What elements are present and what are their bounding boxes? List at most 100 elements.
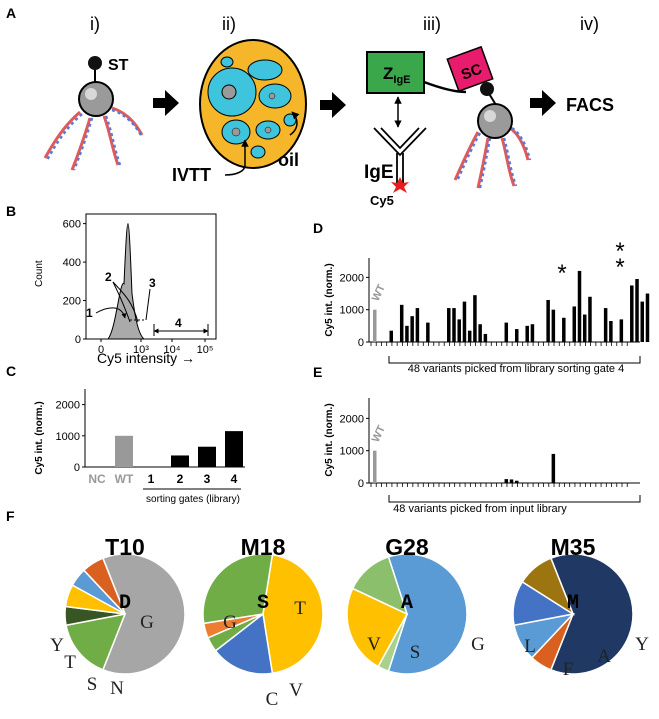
zige-box bbox=[366, 51, 425, 94]
gate-2-label: 2 bbox=[105, 270, 112, 284]
plot-b-ylabel: Count bbox=[34, 260, 45, 287]
pie-slice-label: L bbox=[524, 636, 536, 657]
zige-label: ZIgE bbox=[383, 64, 411, 86]
step-i-label: i) bbox=[90, 14, 100, 34]
sc-tag-icon bbox=[446, 45, 494, 93]
plot-c-xtick-label: 4 bbox=[231, 472, 238, 486]
plot-c-bars bbox=[115, 431, 243, 467]
pie-slice bbox=[387, 553, 468, 675]
plot-c-bar bbox=[171, 455, 189, 467]
plot-d-ytick-label: 2000 bbox=[340, 272, 364, 284]
pie-slice-label: V bbox=[289, 680, 303, 701]
plot-d-star-1: * bbox=[557, 260, 566, 287]
zige-sub-text: IgE bbox=[393, 74, 410, 86]
pie-slice bbox=[202, 553, 274, 625]
plot-e-ytick-label: 1000 bbox=[340, 446, 364, 458]
plot-e-bracket bbox=[388, 495, 641, 503]
plot-d-bar bbox=[603, 308, 608, 342]
plot-c-ytick-label: 2000 bbox=[56, 400, 80, 412]
plot-b-frame bbox=[85, 213, 217, 340]
plot-c-xtick-label: NC bbox=[88, 472, 106, 486]
plot-c-ylabel: Cy5 int. (norm.) bbox=[34, 401, 45, 474]
plot-b-xtick-label: 10⁴ bbox=[164, 344, 181, 356]
pie-slice-label: A bbox=[597, 646, 611, 667]
st-label: ST bbox=[108, 57, 129, 74]
plot-d-ytick-label: 1000 bbox=[340, 305, 364, 317]
plot-d-bar bbox=[619, 319, 624, 342]
plot-c-xtick-label: 3 bbox=[204, 472, 211, 486]
plot-e-ylabel: Cy5 int. (norm.) bbox=[324, 403, 335, 476]
plot-b-ytick-label: 0 bbox=[75, 334, 81, 346]
bead-dna-icon bbox=[43, 56, 144, 171]
plot-d-bar bbox=[467, 330, 472, 342]
panel-f-label: F bbox=[6, 508, 15, 524]
plot-b-gates bbox=[95, 281, 209, 336]
panel-d-label: D bbox=[313, 220, 323, 236]
panel-b-label: B bbox=[6, 203, 16, 219]
pie-main-label: A bbox=[401, 592, 413, 615]
step-ii-label: ii) bbox=[222, 14, 236, 34]
pie-slice-label: C bbox=[266, 689, 279, 710]
plot-c-yticks: 0 1000 2000 bbox=[56, 400, 85, 474]
plot-d-bar bbox=[635, 279, 639, 342]
plot-c-bar bbox=[198, 446, 216, 467]
pie-slice-label: G bbox=[471, 634, 485, 655]
plot-b-xtick-label: 0 bbox=[98, 344, 104, 356]
plot-d-bar bbox=[530, 324, 535, 342]
plot-b-ytick-label: 400 bbox=[63, 257, 81, 269]
ivtt-label: IVTT bbox=[172, 165, 211, 185]
pie-main-label: M bbox=[567, 592, 579, 615]
plot-c-footnote: sorting gates (library) bbox=[146, 494, 240, 505]
pie-title: M35 bbox=[551, 534, 596, 560]
plot-d-bars bbox=[373, 270, 650, 342]
pie-slice bbox=[82, 557, 126, 615]
plot-c-ytick-label: 0 bbox=[74, 462, 80, 474]
ige-label: IgE bbox=[364, 162, 394, 183]
plot-d-ylabel: Cy5 int. (norm.) bbox=[324, 263, 335, 336]
plot-d-wt-label: WT bbox=[370, 282, 388, 303]
step-iv-label: iv) bbox=[580, 14, 599, 34]
oil-label: oil bbox=[278, 150, 299, 170]
plot-d-bar bbox=[546, 300, 550, 342]
plot-c-bar bbox=[225, 431, 243, 467]
panel-c-label: C bbox=[6, 363, 16, 379]
pie-slice-label: S bbox=[410, 642, 421, 663]
sc-label: SC bbox=[459, 61, 485, 84]
plot-e-bar bbox=[509, 479, 514, 483]
panel-a-label: A bbox=[6, 5, 16, 21]
plot-d-star-3: * bbox=[615, 254, 624, 281]
plot-d-bar bbox=[478, 324, 482, 342]
plot-d-star-2: * bbox=[615, 238, 624, 265]
plot-d-bar bbox=[473, 295, 477, 342]
plot-d-bar bbox=[577, 270, 582, 342]
pie-slice-label: T bbox=[64, 652, 76, 673]
pie-slice bbox=[521, 557, 575, 616]
step-iii-label: iii) bbox=[423, 14, 441, 34]
plot-e-xticks bbox=[370, 483, 628, 487]
gate-4-label: 4 bbox=[175, 316, 182, 330]
plot-d-ytick-label: 0 bbox=[358, 337, 364, 349]
panel-e-label: E bbox=[313, 364, 322, 380]
plot-d-bar bbox=[389, 330, 393, 342]
plot-e-caption: 48 variants picked from input library bbox=[393, 503, 567, 515]
plot-d-bar bbox=[525, 325, 529, 342]
plot-d-bar bbox=[640, 301, 644, 342]
pie-title: M18 bbox=[241, 534, 286, 560]
plot-e-bar bbox=[504, 479, 509, 483]
plot-d-bar bbox=[410, 316, 414, 342]
plot-c-ytick-label: 1000 bbox=[56, 431, 80, 443]
plot-d-bar bbox=[588, 296, 592, 342]
pie-main-label: S bbox=[257, 592, 269, 615]
plot-d-bar bbox=[483, 333, 488, 342]
arrow-icon-1 bbox=[153, 90, 179, 116]
plot-d-bar bbox=[405, 325, 409, 342]
arrow-icon-2 bbox=[320, 92, 346, 118]
antibody-icon bbox=[373, 127, 427, 193]
plot-d-xticks bbox=[370, 342, 628, 346]
arrow-icon-3 bbox=[530, 90, 556, 116]
pie-slice-label: Y bbox=[50, 635, 64, 656]
plot-d-bar bbox=[447, 308, 451, 342]
plot-b-xlabel: Cy5 intensity → bbox=[97, 350, 195, 366]
